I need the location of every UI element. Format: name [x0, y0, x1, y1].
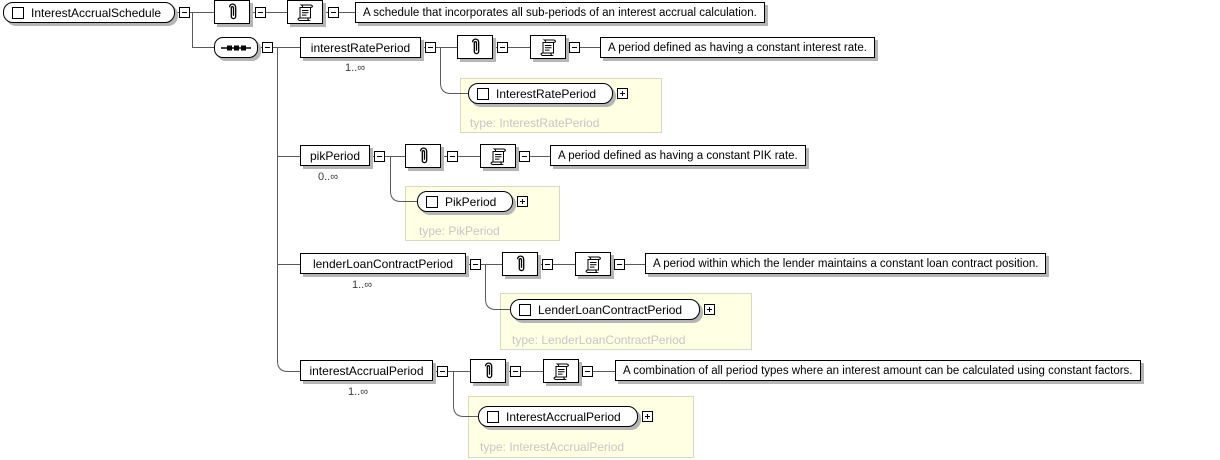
collapse-toggle[interactable]: [425, 42, 436, 53]
collapse-toggle[interactable]: [437, 366, 448, 377]
documentation-node[interactable]: [530, 35, 566, 59]
root-element-box[interactable]: InterestAccrualSchedule: [3, 2, 175, 23]
type-caption: type: InterestAccrualPeriod: [480, 440, 625, 454]
element-icon: [487, 410, 499, 423]
collapse-toggle[interactable]: [262, 42, 273, 53]
element-box-lender-loan-contract-period[interactable]: lenderLoanContractPeriod: [300, 253, 466, 274]
annotation-node[interactable]: [457, 35, 493, 59]
element-box-interest-accrual-period[interactable]: interestAccrualPeriod: [300, 360, 433, 381]
type-ref-box-interest-accrual-period[interactable]: InterestAccrualPeriod: [478, 406, 638, 427]
collapse-toggle[interactable]: [255, 7, 266, 18]
element-label: interestAccrualPeriod: [309, 363, 424, 378]
sequence-icon: [221, 45, 251, 50]
type-ref-label: PikPeriod: [445, 194, 497, 209]
element-icon: [477, 87, 489, 100]
expand-toggle[interactable]: [642, 411, 653, 422]
cardinality-label: 1..∞: [345, 62, 366, 74]
collapse-toggle[interactable]: [542, 259, 553, 270]
annotation-text-box[interactable]: A combination of all period types where …: [615, 360, 1141, 381]
element-box-interest-rate-period[interactable]: interestRatePeriod: [300, 37, 421, 58]
documentation-node[interactable]: [575, 252, 611, 276]
type-ref-box-lender-loan-contract-period[interactable]: LenderLoanContractPeriod: [510, 299, 700, 320]
paperclip-annotation-icon: [484, 362, 492, 378]
element-box-pik-period[interactable]: pikPeriod: [300, 145, 370, 166]
annotation-node[interactable]: [470, 359, 506, 383]
element-icon: [12, 6, 24, 19]
documentation-node[interactable]: [480, 144, 516, 168]
element-icon: [519, 303, 531, 316]
annotation-text: A period defined as having a constant in…: [608, 41, 867, 54]
annotation-node[interactable]: [214, 0, 250, 24]
annotation-node[interactable]: [405, 144, 441, 168]
type-caption: type: LenderLoanContractPeriod: [512, 333, 686, 347]
scroll-documentation-icon: [584, 256, 601, 273]
documentation-node[interactable]: [543, 359, 579, 383]
type-ref-box-interest-rate-period[interactable]: InterestRatePeriod: [468, 83, 613, 104]
type-ref-label: InterestAccrualPeriod: [506, 409, 621, 424]
annotation-text: A period within which the lender maintai…: [653, 257, 1039, 270]
type-ref-label: LenderLoanContractPeriod: [538, 302, 683, 317]
cardinality-label: 0..∞: [318, 171, 339, 183]
type-caption: type: PikPeriod: [419, 224, 500, 238]
annotation-node[interactable]: [502, 252, 538, 276]
documentation-node[interactable]: [287, 0, 323, 24]
expand-toggle[interactable]: [617, 88, 628, 99]
cardinality-label: 1..∞: [348, 386, 369, 398]
element-label: pikPeriod: [309, 148, 361, 163]
collapse-toggle[interactable]: [447, 151, 458, 162]
paperclip-annotation-icon: [419, 147, 427, 163]
element-label: interestRatePeriod: [310, 40, 411, 55]
collapse-toggle[interactable]: [328, 7, 339, 18]
annotation-text-box[interactable]: A schedule that incorporates all sub-per…: [355, 2, 765, 23]
cardinality-label: 1..∞: [352, 279, 373, 291]
type-ref-label: InterestRatePeriod: [496, 86, 597, 101]
collapse-toggle[interactable]: [470, 259, 481, 270]
type-ref-box-pik-period[interactable]: PikPeriod: [417, 191, 513, 212]
annotation-text: A combination of all period types where …: [623, 364, 1133, 377]
collapse-toggle[interactable]: [510, 366, 521, 377]
element-label: lenderLoanContractPeriod: [312, 256, 454, 271]
expand-toggle[interactable]: [704, 304, 715, 315]
annotation-text-box[interactable]: A period defined as having a constant in…: [600, 37, 875, 58]
collapse-toggle[interactable]: [582, 366, 593, 377]
paperclip-annotation-icon: [516, 255, 524, 271]
annotation-text: A period defined as having a constant PI…: [558, 149, 798, 162]
collapse-toggle[interactable]: [179, 7, 190, 18]
scroll-documentation-icon: [489, 148, 506, 165]
sequence-compositor[interactable]: [214, 37, 258, 58]
element-icon: [426, 195, 438, 208]
type-caption: type: InterestRatePeriod: [470, 116, 600, 130]
paperclip-annotation-icon: [471, 38, 479, 54]
collapse-toggle[interactable]: [497, 42, 508, 53]
annotation-text-box[interactable]: A period defined as having a constant PI…: [550, 145, 806, 166]
scroll-documentation-icon: [552, 363, 569, 380]
root-element-label: InterestAccrualSchedule: [31, 5, 162, 20]
scroll-documentation-icon: [296, 4, 313, 21]
annotation-text-box[interactable]: A period within which the lender maintai…: [645, 253, 1047, 274]
expand-toggle[interactable]: [517, 196, 528, 207]
collapse-toggle[interactable]: [374, 151, 385, 162]
collapse-toggle[interactable]: [519, 151, 530, 162]
annotation-text: A schedule that incorporates all sub-per…: [363, 6, 757, 19]
paperclip-annotation-icon: [228, 3, 236, 19]
scroll-documentation-icon: [539, 39, 556, 56]
collapse-toggle[interactable]: [614, 259, 625, 270]
collapse-toggle[interactable]: [569, 42, 580, 53]
